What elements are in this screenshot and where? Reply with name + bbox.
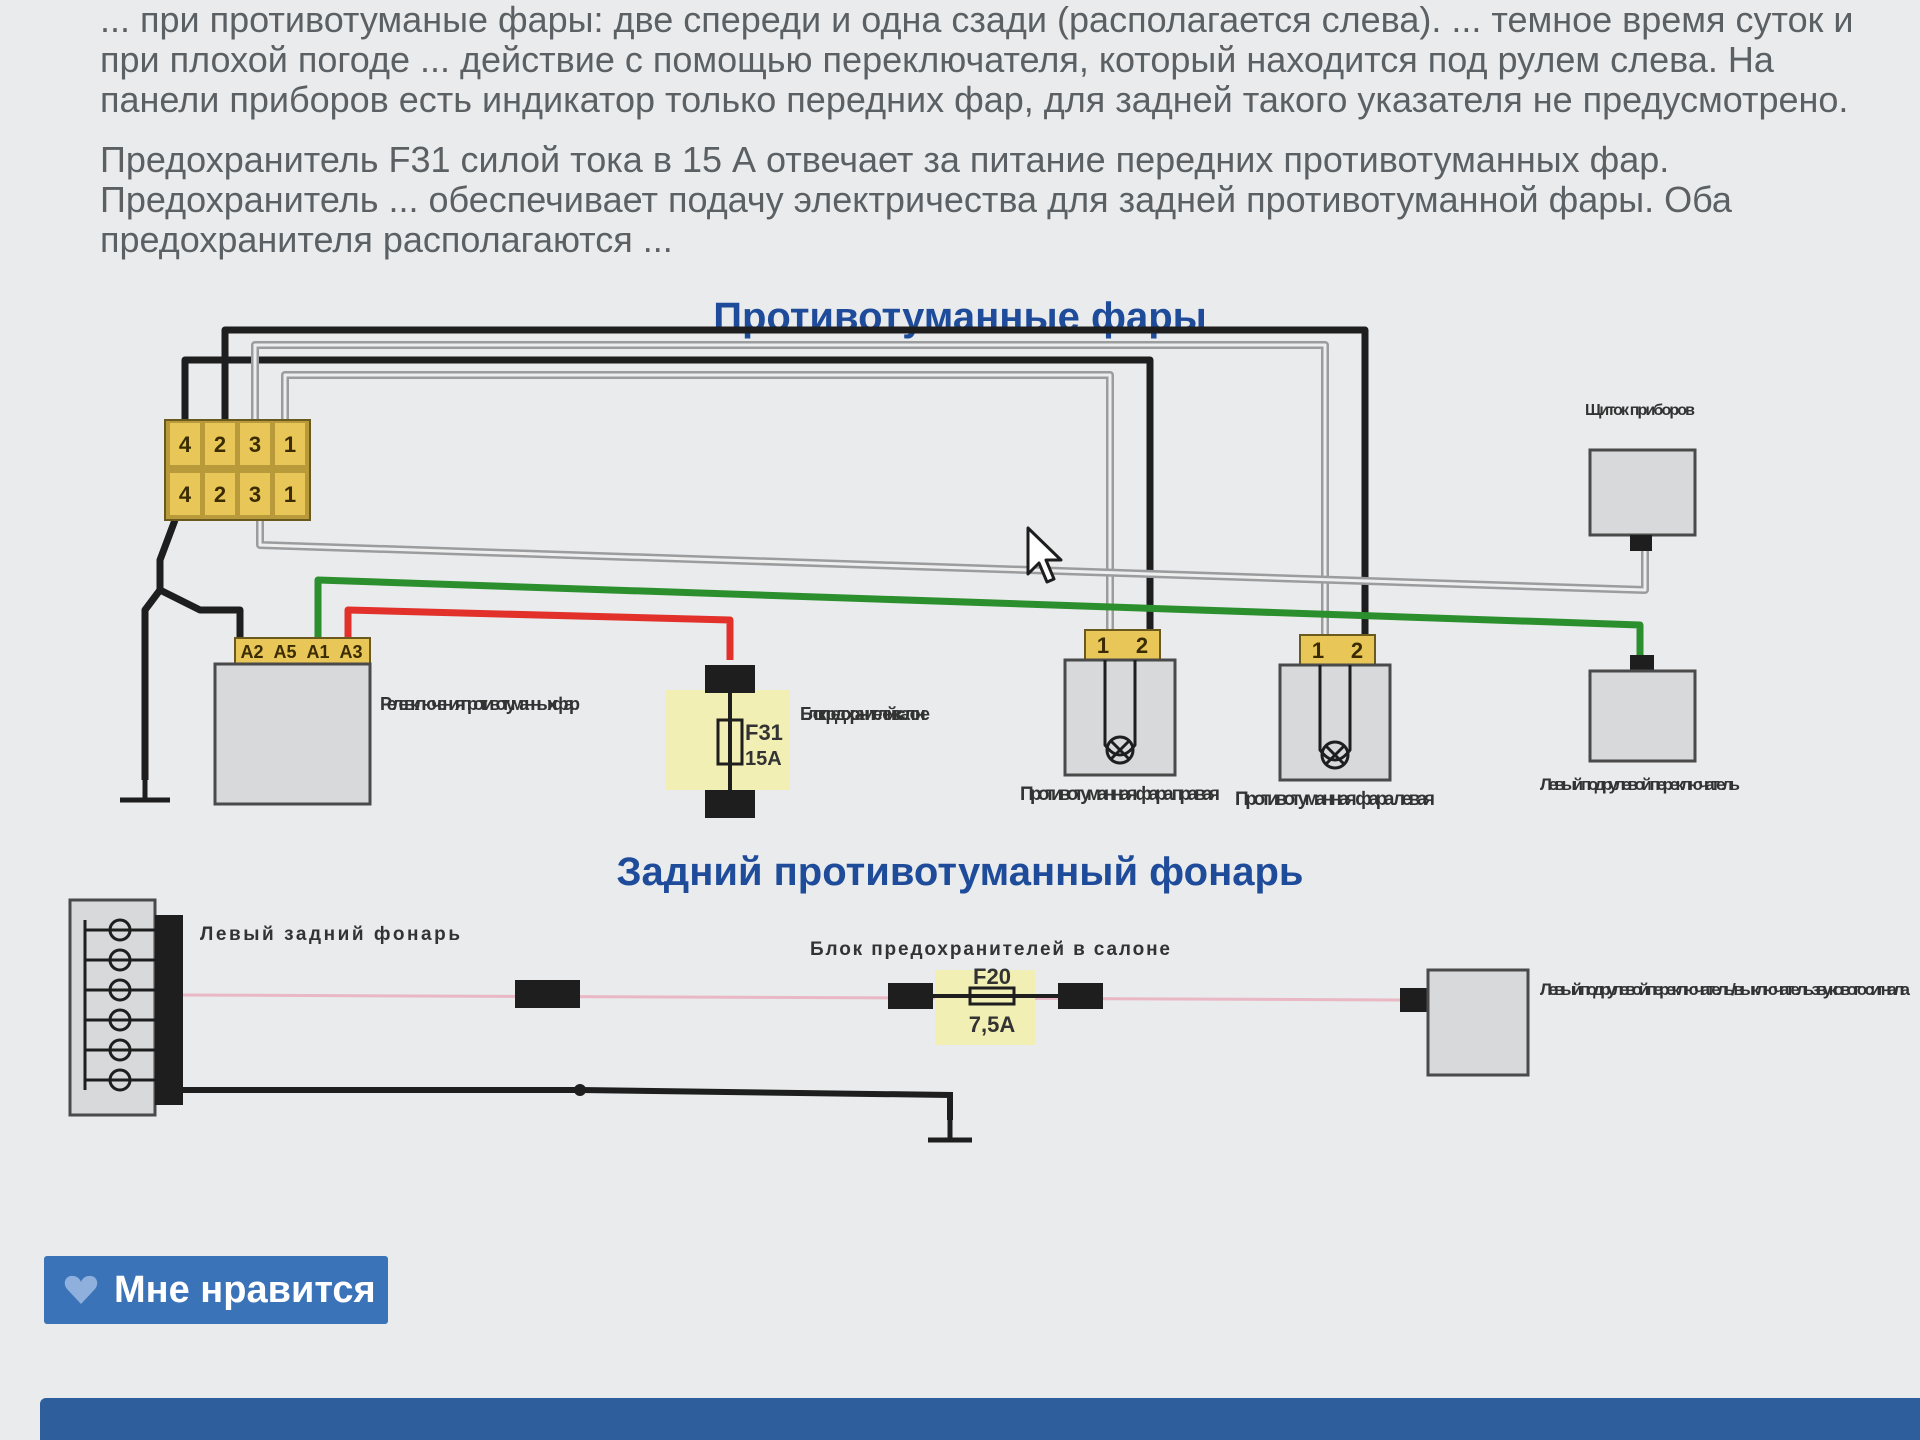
- fog-right-pin-2: 2: [1136, 633, 1148, 658]
- rear-fog-title: Задний противотуманный фонарь: [617, 850, 1304, 894]
- left-steering-switch: Левый подрулевой переключатель: [1540, 655, 1740, 794]
- wire-gray-instrument: [256, 520, 1649, 594]
- rear-lamp-left: Левый задний фонарь: [68, 898, 460, 1117]
- rear-steering-switch: Левый подрулевой переключатель/ выключат…: [1400, 968, 1911, 1077]
- fuse-f20: F20 7,5A Блок предохранителей в салоне: [810, 939, 1170, 1045]
- fuse-f20-rating: 7,5A: [969, 1012, 1016, 1037]
- fog-lamp-right: 1 2 Противотуманная фара правая: [1020, 629, 1220, 805]
- fog-left-pin-1: 1: [1312, 638, 1324, 663]
- pin-top-2: 2: [214, 432, 226, 457]
- fuse-f20-name: F20: [973, 964, 1011, 989]
- relay-pin-a3: A3: [339, 642, 362, 662]
- wire-gray-instrument-core: [258, 520, 1647, 592]
- wire-gray-2-core: [283, 373, 1112, 660]
- wire-gray-1-core: [253, 343, 1327, 660]
- relay-pin-a5: A5: [273, 642, 296, 662]
- footer-bar: [40, 1398, 1920, 1440]
- like-button[interactable]: Мне нравится: [44, 1256, 388, 1324]
- wire-black-relay: [158, 586, 244, 650]
- pin-top-1: 1: [284, 432, 296, 457]
- fog-right-label: Противотуманная фара правая: [1020, 784, 1220, 805]
- fog-lamp-left: 1 2 Противотуманная фара левая: [1235, 634, 1435, 810]
- fuse-f31: F31 15A Блок предохра-нителей в салоне: [665, 665, 930, 818]
- rear-fuse-block-label: Блок предохранителей в салоне: [810, 939, 1170, 960]
- fuse-f31-rating: 15A: [745, 748, 782, 770]
- pin-bottom-2: 2: [214, 482, 226, 507]
- rear-connector: [515, 980, 580, 1008]
- relay-pin-a1: A1: [306, 642, 329, 662]
- article-paragraph-2: Предохранитель F31 силой тока в 15 А отв…: [100, 139, 1732, 260]
- heart-icon: [64, 1275, 98, 1304]
- relay: A2 A5 A1 A3 Реле включения противотуманн…: [213, 637, 580, 806]
- pin-bottom-4: 4: [179, 482, 192, 507]
- wire-red: [344, 606, 734, 660]
- wire-green: [314, 576, 1644, 665]
- main-connector: 4 2 3 1 4 2 3 1: [164, 419, 311, 521]
- pin-bottom-1: 1: [284, 482, 296, 507]
- instrument-panel: Щиток приборов: [1585, 402, 1697, 551]
- fog-right-pin-1: 1: [1097, 633, 1109, 658]
- rear-lamp-label: Левый задний фонарь: [200, 924, 460, 945]
- pin-top-4: 4: [179, 432, 192, 457]
- mouse-pointer-icon: [1026, 526, 1063, 584]
- relay-label: Реле включения противотуманных фар: [380, 694, 580, 714]
- fog-left-label: Противотуманная фара левая: [1235, 789, 1435, 810]
- wire-black-1: [221, 326, 1369, 660]
- wire-black-rear-ground: [180, 1087, 953, 1120]
- fuse-block-label: Блок предохра-нителей в салоне: [800, 704, 930, 724]
- wire-pink: [179, 993, 1411, 1002]
- fuse-f31-name: F31: [745, 720, 783, 745]
- pin-bottom-3: 3: [249, 482, 261, 507]
- instrument-label: Щиток приборов: [1585, 402, 1695, 419]
- switch-label: Левый подрулевой переключатель: [1540, 775, 1740, 794]
- fog-left-pin-2: 2: [1351, 638, 1363, 663]
- pin-top-3: 3: [249, 432, 261, 457]
- article-paragraph-1: ... при противотуманые фары: две спереди…: [100, 0, 1854, 120]
- like-button-label: Мне нравится: [114, 1268, 376, 1311]
- wire-black-2: [181, 356, 1154, 660]
- rear-switch-label: Левый подрулевой переключатель/ выключат…: [1540, 980, 1911, 999]
- wire-black-ground: [141, 518, 179, 780]
- rear-wires: [179, 993, 1411, 1143]
- relay-pin-a2: A2: [240, 642, 263, 662]
- fog-light-wiring-diagram: Противотуманные фары Задний противотуман…: [68, 295, 1911, 1143]
- front-wires: [120, 326, 1649, 803]
